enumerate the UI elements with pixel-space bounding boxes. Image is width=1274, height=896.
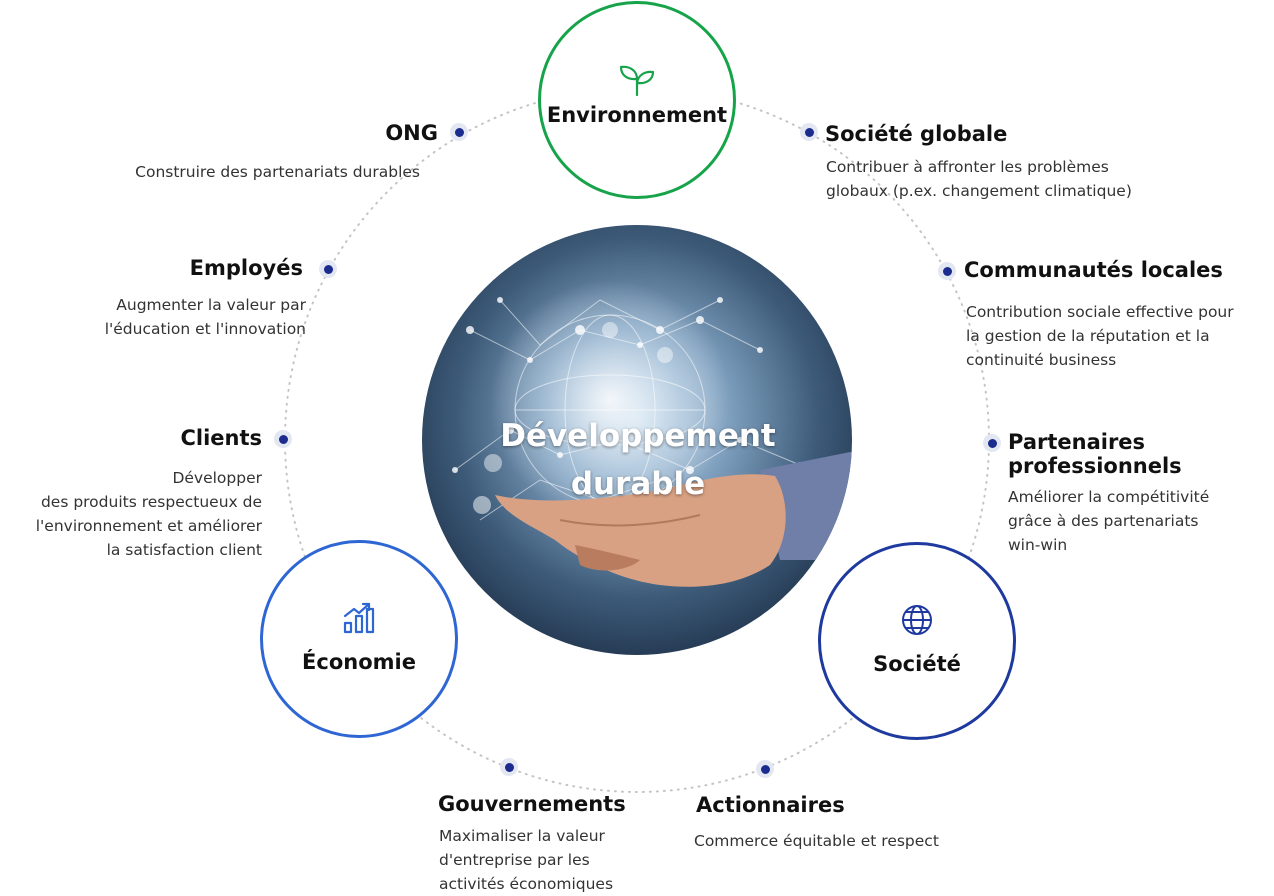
sprout-icon xyxy=(617,62,657,102)
stakeholder-employees-title: Employés xyxy=(189,256,303,280)
desc-line: Augmenter la valeur par xyxy=(116,296,306,314)
stakeholder-ngo-desc: Construire des partenariats durables xyxy=(135,160,420,184)
desc-line: l'environnement et améliorer xyxy=(35,517,262,535)
desc-line: Améliorer la compétitivité xyxy=(1008,488,1210,506)
center-title-line-2: durable xyxy=(570,466,706,502)
stakeholder-business-partners-title: Partenaires professionnels xyxy=(1008,430,1182,478)
center-title: Développement durable xyxy=(478,412,798,508)
desc-line: Commerce équitable et respect xyxy=(694,832,939,850)
stakeholder-shareholders-title: Actionnaires xyxy=(696,793,845,817)
globe-icon xyxy=(900,603,934,641)
desc-line: Maximaliser la valeur xyxy=(439,827,605,845)
desc-line: l'éducation et l'innovation xyxy=(104,320,306,338)
node-dot-business-partners xyxy=(983,434,1001,452)
stakeholder-ngo-title: ONG xyxy=(385,121,438,145)
stakeholder-customers-title: Clients xyxy=(180,426,262,450)
desc-line: la satisfaction client xyxy=(106,541,262,559)
center-title-line-1: Développement xyxy=(500,418,776,454)
desc-line: Contribution sociale effective pour xyxy=(966,303,1234,321)
stakeholder-governments-title: Gouvernements xyxy=(438,792,626,816)
pillar-society: Société xyxy=(818,542,1016,740)
desc-line: d'entreprise par les xyxy=(439,851,590,869)
stakeholder-business-partners-desc: Améliorer la compétitivité grâce à des p… xyxy=(1008,485,1209,557)
stakeholder-global-society-title: Société globale xyxy=(825,122,1008,146)
pillar-society-label: Société xyxy=(873,652,961,676)
stakeholder-employees-desc: Augmenter la valeur par l'éducation et l… xyxy=(105,293,306,341)
node-dot-global-society xyxy=(800,123,818,141)
pillar-economy: Économie xyxy=(260,540,458,738)
title-line: professionnels xyxy=(1008,454,1182,478)
node-dot-local-communities xyxy=(938,262,956,280)
node-dot-employees xyxy=(319,260,337,278)
stakeholder-global-society-desc: Contribuer à affronter les problèmes glo… xyxy=(826,155,1132,203)
pillar-environment-label: Environnement xyxy=(546,103,728,127)
center-image xyxy=(422,225,852,655)
pillar-environment: Environnement xyxy=(538,1,736,199)
stakeholder-customers-desc: Développer des produits respectueux de l… xyxy=(36,466,262,562)
desc-line: Construire des partenariats durables xyxy=(135,163,420,181)
node-dot-customers xyxy=(274,430,292,448)
growth-chart-icon xyxy=(342,601,376,639)
desc-line: globaux (p.ex. changement climatique) xyxy=(826,182,1132,200)
desc-line: win-win xyxy=(1008,536,1068,554)
desc-line: Contribuer à affronter les problèmes xyxy=(826,158,1109,176)
desc-line: continuité business xyxy=(966,351,1117,369)
desc-line: Développer xyxy=(172,469,262,487)
desc-line: activités économiques xyxy=(439,875,614,893)
desc-line: des produits respectueux de xyxy=(40,493,262,511)
title-line: Partenaires xyxy=(1008,430,1146,454)
stakeholder-shareholders-desc: Commerce équitable et respect xyxy=(694,829,939,853)
node-dot-governments xyxy=(500,758,518,776)
node-dot-shareholders xyxy=(756,760,774,778)
desc-line: la gestion de la réputation et la xyxy=(966,327,1210,345)
stakeholder-local-communities-title: Communautés locales xyxy=(964,258,1223,282)
node-dot-ngo xyxy=(450,123,468,141)
pillar-economy-label: Économie xyxy=(302,650,416,674)
stakeholder-governments-desc: Maximaliser la valeur d'entreprise par l… xyxy=(439,824,613,896)
desc-line: grâce à des partenariats xyxy=(1008,512,1199,530)
stakeholder-local-communities-desc: Contribution sociale effective pour la g… xyxy=(966,300,1234,372)
